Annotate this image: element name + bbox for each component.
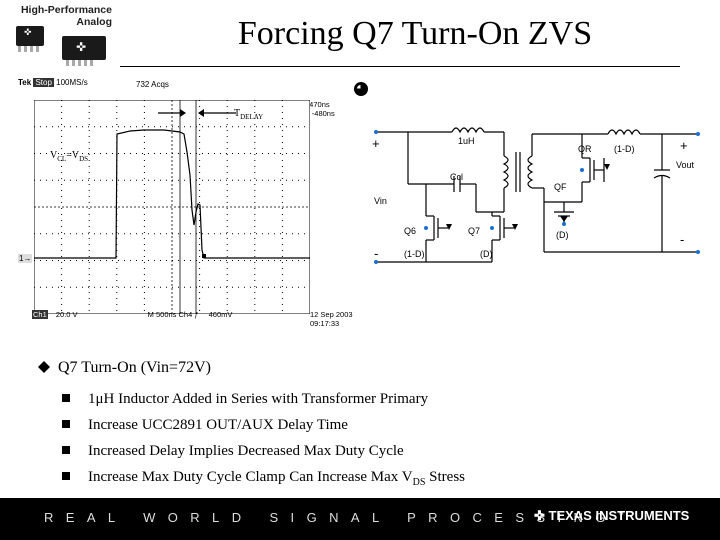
texas-instruments-logo: ✜ TEXAS INSTRUMENTS bbox=[534, 508, 690, 523]
schematic-inductor1: 1uH bbox=[458, 136, 475, 146]
schematic-q7: Q7 bbox=[468, 226, 480, 236]
chip-icon-large: ✜ bbox=[62, 36, 106, 60]
scope-channel: Ch1 bbox=[32, 310, 48, 319]
chip-pins-small bbox=[18, 46, 39, 52]
square-bullet-icon bbox=[62, 472, 70, 480]
logo-text: High-Performance Analog bbox=[21, 4, 112, 28]
slide-title: Forcing Q7 Turn-On ZVS bbox=[237, 15, 593, 52]
schematic-ccl: Ccl bbox=[450, 172, 463, 182]
ti-chip-mark-large: ✜ bbox=[76, 40, 87, 54]
schematic-vout: Vout bbox=[676, 160, 695, 170]
sub-bullet-text: Increase Max Duty Cycle Clamp Can Increa… bbox=[88, 469, 413, 485]
square-bullet-icon bbox=[62, 420, 70, 428]
scope-time: 09:17:33 bbox=[310, 319, 340, 328]
diamond-bullet-icon bbox=[38, 361, 50, 373]
sub-bullet-subscript: DS bbox=[412, 477, 426, 488]
clock-icon bbox=[354, 82, 368, 96]
scope-brand: Tek bbox=[18, 78, 32, 87]
sub-bullet-item: Increased Delay Implies Decreased Max Du… bbox=[62, 438, 465, 464]
footer-tagline-text: REAL WORLD SIGNAL PROCESSING bbox=[44, 510, 618, 525]
square-bullet-icon bbox=[62, 446, 70, 454]
schematic-minus-left: - bbox=[374, 246, 378, 261]
schematic-qr: QR bbox=[578, 144, 592, 154]
schematic-minus-right: - bbox=[680, 232, 684, 247]
schematic-q7-duty: (D) bbox=[480, 249, 493, 259]
schematic-vin: Vin bbox=[374, 196, 387, 206]
vcl-sub: CL bbox=[57, 155, 67, 163]
vcl-eq: =V bbox=[66, 150, 80, 161]
sub-bullet-tail: Stress bbox=[425, 469, 466, 485]
sub-bullet-text: 1μH Inductor Added in Series with Transf… bbox=[88, 391, 429, 407]
vds-sub: DS bbox=[79, 155, 89, 163]
sub-bullet-item: Increase UCC2891 OUT/AUX Delay Time bbox=[62, 412, 465, 438]
converter-schematic: + - Vin 1uH Ccl Q6 (1-D) Q7 (D) QR (1-D)… bbox=[372, 127, 700, 264]
main-bullet-text: Q7 Turn-On (Vin=72V) bbox=[58, 359, 211, 376]
tdelay-label: TDELAY bbox=[234, 108, 263, 121]
schematic-plus-left: + bbox=[372, 136, 380, 151]
sub-bullet-list: 1μH Inductor Added in Series with Transf… bbox=[62, 386, 465, 496]
schematic-q6: Q6 bbox=[404, 226, 416, 236]
sub-bullet-item: 1μH Inductor Added in Series with Transf… bbox=[62, 386, 465, 412]
scope-rate: 100MS/s bbox=[56, 78, 88, 87]
logo-line-2: Analog bbox=[76, 16, 112, 28]
ti-logo-block: High-Performance Analog ✜ ✜ bbox=[8, 4, 116, 76]
scope-settings-bar: Ch1 20.0 V M 500ns Ch4 ƒ 460mV bbox=[32, 310, 232, 319]
scope-graticule bbox=[34, 100, 310, 314]
scope-delta-line2: @: -480ns bbox=[300, 109, 335, 118]
tdelay-arrows bbox=[158, 109, 236, 117]
schematic-plus-right: + bbox=[680, 138, 688, 153]
title-rule bbox=[120, 66, 680, 67]
scope-trigger: 460mV bbox=[208, 310, 233, 319]
schematic-qr-duty: (1-D) bbox=[614, 144, 635, 154]
logo-line-1: High-Performance bbox=[20, 4, 112, 16]
ground-marker: 1→ bbox=[18, 254, 33, 263]
chip-pins-large bbox=[66, 60, 93, 66]
scope-delta-readout: Δ: 470ns @: -480ns bbox=[300, 100, 335, 118]
footer-bar: REAL WORLD SIGNAL PROCESSING™ ✜ TEXAS IN… bbox=[0, 498, 720, 540]
scope-delta-line1: Δ: 470ns bbox=[300, 100, 330, 109]
trademark-mark: ™ bbox=[617, 512, 624, 519]
tdelay-sub: DELAY bbox=[240, 113, 264, 121]
vcl-main: V bbox=[50, 150, 58, 161]
schematic-q6-duty: (1-D) bbox=[404, 249, 425, 259]
schematic-qf: QF bbox=[554, 182, 567, 192]
vcl-vds-label: VCL=VDS bbox=[50, 150, 88, 163]
scope-status-bar: Tek Stop 100MS/s bbox=[18, 78, 88, 87]
schematic-qf-duty: (D) bbox=[556, 230, 569, 240]
oscilloscope-capture: Tek Stop 100MS/s 732 Acqs Δ: 470ns @: -4… bbox=[18, 78, 368, 336]
scope-acqs: 732 Acqs bbox=[136, 80, 169, 89]
tdelay-main: T bbox=[234, 108, 241, 119]
scope-timebase: M 500ns Ch4 ƒ bbox=[147, 310, 199, 319]
sub-bullet-item: Increase Max Duty Cycle Clamp Can Increa… bbox=[62, 464, 465, 496]
footer-tagline: REAL WORLD SIGNAL PROCESSING™ bbox=[44, 510, 624, 525]
scope-volts: 20.0 V bbox=[55, 310, 78, 319]
chip-icon-small: ✜ bbox=[16, 26, 44, 46]
scope-timestamp: 12 Sep 2003 09:17:33 bbox=[310, 310, 353, 328]
scope-date: 12 Sep 2003 bbox=[310, 310, 353, 319]
sub-bullet-text: Increased Delay Implies Decreased Max Du… bbox=[88, 443, 404, 459]
main-bullet: Q7 Turn-On (Vin=72V) bbox=[38, 358, 211, 378]
ti-chip-mark: ✜ bbox=[24, 28, 32, 38]
sub-bullet-text: Increase UCC2891 OUT/AUX Delay Time bbox=[88, 417, 348, 433]
square-bullet-icon bbox=[62, 394, 70, 402]
scope-status: Stop bbox=[33, 78, 54, 87]
